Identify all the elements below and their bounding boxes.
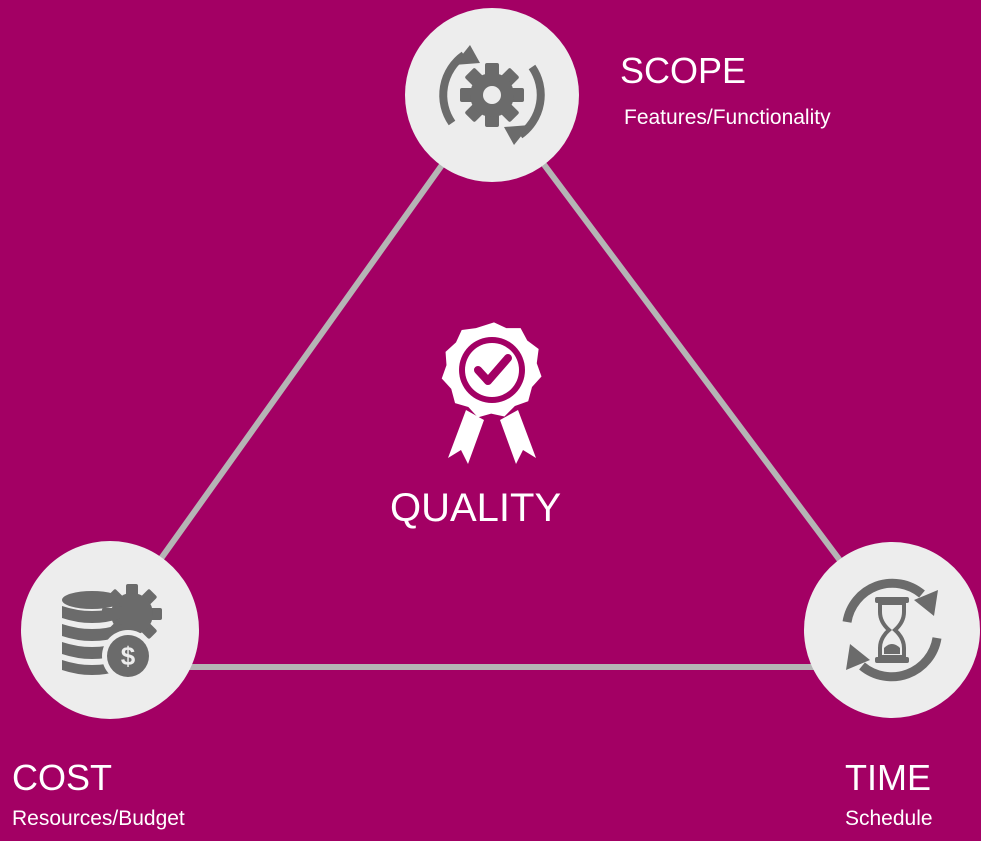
gear-cycle-icon [439,45,545,145]
quality-badge-icon [441,322,542,464]
hourglass-cycle-icon [842,578,942,682]
svg-text:$: $ [121,641,136,671]
triangle-connectors [107,92,895,670]
time-node [804,542,980,718]
cost-node: $ [21,541,199,719]
scope-subtitle: Features/Functionality [624,106,831,129]
scope-node [405,8,579,182]
cost-title: COST [12,757,113,798]
time-title: TIME [845,757,931,798]
quality-label: QUALITY [390,486,562,530]
time-subtitle: Schedule [845,807,933,830]
database-gear-dollar-icon: $ [62,584,162,682]
connector-scope-cost [107,92,495,633]
scope-title: SCOPE [620,50,747,91]
connector-scope-time [489,92,895,633]
cost-subtitle: Resources/Budget [12,807,185,830]
